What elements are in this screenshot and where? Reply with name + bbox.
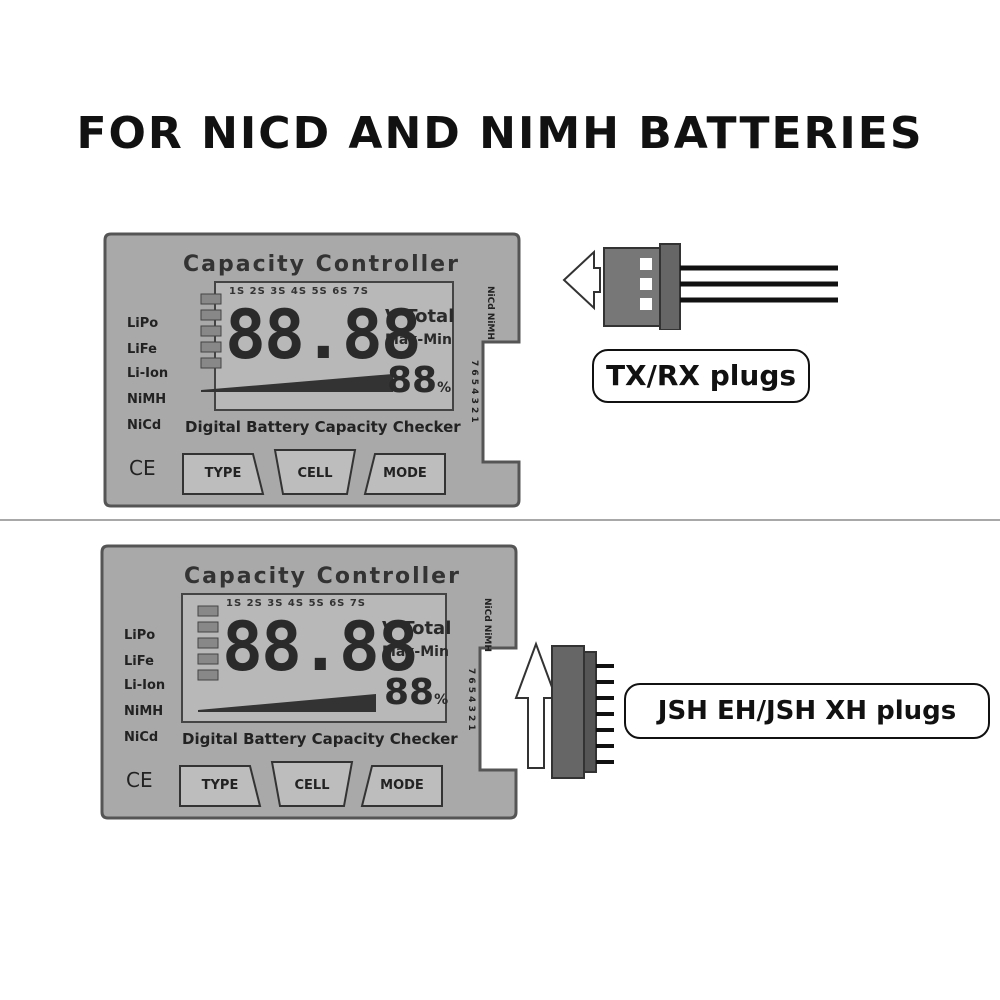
- max-min-label: Max-Min: [385, 332, 452, 348]
- cell-button: [273, 449, 357, 495]
- chem-label-lipo: LiPo: [124, 628, 156, 643]
- mode-button: [363, 453, 446, 495]
- lcd-level-bar: [198, 694, 376, 712]
- chem-label-liion: Li-Ion: [124, 678, 166, 693]
- jsh-plug-label: JSH EH/JSH XH plugs: [624, 683, 990, 739]
- page-heading: FOR NICD AND NIMH BATTERIES: [76, 108, 924, 159]
- lcd-chem-boxes: [200, 293, 222, 369]
- device-title: Capacity Controller: [183, 252, 460, 277]
- chem-label-nicd: NiCd: [124, 730, 159, 745]
- chem-label-liion: Li-Ion: [127, 366, 169, 381]
- cell-button-label[interactable]: CELL: [294, 778, 330, 793]
- device-body: [100, 544, 518, 820]
- jsh-plug-icon: [514, 641, 614, 779]
- chem-label-nimh: NiMH: [127, 392, 167, 407]
- device-subtitle: Digital Battery Capacity Checker: [185, 418, 461, 436]
- battery-checker-device: Capacity Controller LiPo LiFe Li-Ion NiM…: [103, 232, 523, 508]
- type-button: [182, 453, 265, 495]
- cell-button-label[interactable]: CELL: [297, 466, 333, 481]
- chem-label-nicd: NiCd: [127, 418, 162, 433]
- side-label-pins: 7 6 5 4 3 2 1: [469, 360, 479, 423]
- tx-rx-plug-icon: [562, 243, 838, 330]
- lcd-digits: 88.88: [222, 608, 419, 687]
- chem-label-life: LiFe: [127, 342, 157, 357]
- chem-label-nimh: NiMH: [124, 704, 164, 719]
- tx-rx-plug-label: TX/RX plugs: [592, 349, 810, 403]
- type-button-label[interactable]: TYPE: [201, 778, 239, 793]
- chem-label-life: LiFe: [124, 654, 154, 669]
- v-total-label: V Total: [385, 306, 455, 327]
- mode-button: [360, 765, 443, 807]
- percent-readout: 88%: [387, 360, 452, 401]
- mode-button-label[interactable]: MODE: [380, 778, 424, 793]
- type-button: [179, 765, 262, 807]
- lcd-level-bar: [201, 374, 393, 392]
- lcd-digits: 88.88: [225, 296, 422, 375]
- lcd-chem-boxes: [197, 605, 219, 681]
- v-total-label: V Total: [382, 618, 452, 639]
- ce-mark: CE: [129, 456, 156, 480]
- battery-checker-device: Capacity Controller LiPo LiFe Li-Ion NiM…: [100, 544, 520, 820]
- percent-readout: 88%: [384, 672, 449, 713]
- cell-button: [270, 761, 354, 807]
- device-title: Capacity Controller: [184, 564, 461, 589]
- device-subtitle: Digital Battery Capacity Checker: [182, 730, 458, 748]
- cell-count-labels: 1S 2S 3S 4S 5S 6S 7S: [229, 286, 370, 297]
- mode-button-label[interactable]: MODE: [383, 466, 427, 481]
- ce-mark: CE: [126, 768, 153, 792]
- device-body: [103, 232, 521, 508]
- side-label-top: NiCd NiMH: [485, 286, 495, 340]
- type-button-label[interactable]: TYPE: [204, 466, 242, 481]
- side-label-pins: 7 6 5 4 3 2 1: [466, 668, 476, 731]
- max-min-label: Max-Min: [382, 644, 449, 660]
- chem-label-lipo: LiPo: [127, 316, 159, 331]
- section-divider: [0, 519, 1000, 521]
- cell-count-labels: 1S 2S 3S 4S 5S 6S 7S: [226, 598, 367, 609]
- side-label-top: NiCd NiMH: [482, 598, 492, 652]
